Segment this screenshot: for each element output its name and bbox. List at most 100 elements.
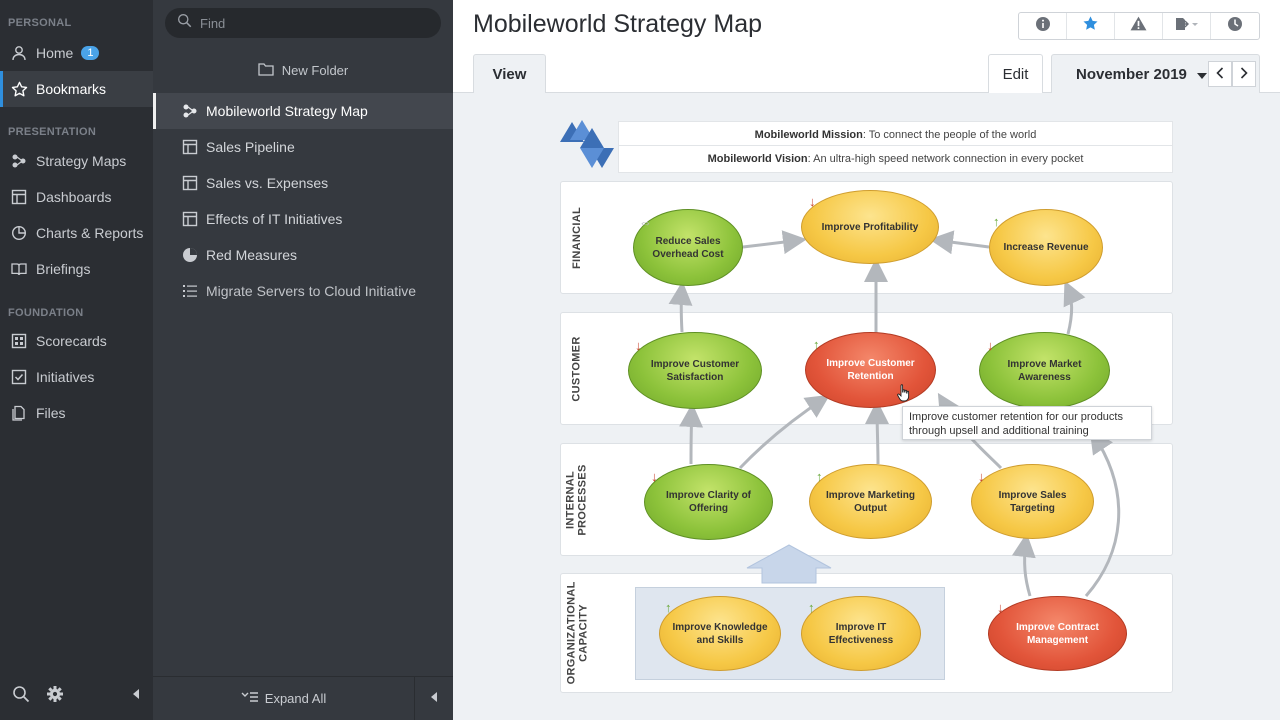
nav-section-foundation: FOUNDATION (8, 307, 84, 319)
star-icon (10, 80, 28, 98)
period-dropdown[interactable]: November 2019 (1076, 66, 1207, 83)
list-icon (181, 282, 199, 300)
nav-item-home[interactable]: Home 1 (0, 35, 153, 71)
alert-button[interactable] (1115, 13, 1163, 39)
info-button[interactable] (1019, 13, 1067, 39)
bookmark-label: Red Measures (206, 247, 298, 263)
objective-improve-it-effectiveness[interactable]: Improve IT Effectiveness (801, 596, 921, 671)
bookmark-item[interactable]: Sales vs. Expenses (153, 165, 453, 201)
chevron-right-icon (1240, 66, 1248, 83)
bookmark-button[interactable] (1067, 13, 1115, 39)
trend-neutral-icon: ⇔ (639, 215, 652, 230)
pie-chart-icon (181, 246, 199, 264)
panel-bottom-bar: Expand All (153, 676, 453, 720)
strategy-map-icon (10, 152, 28, 170)
next-period-button[interactable] (1232, 61, 1256, 87)
nav-item-label: Charts & Reports (36, 225, 144, 241)
nav-item-dashboards[interactable]: Dashboards (0, 179, 153, 215)
objective-improve-customer-satisfaction[interactable]: Improve Customer Satisfaction (628, 332, 762, 409)
objective-improve-profitability[interactable]: Improve Profitability (801, 190, 939, 264)
nav-item-files[interactable]: Files (0, 395, 153, 431)
export-icon (1175, 17, 1199, 36)
up-arrow-shape (746, 544, 832, 584)
bookmark-item[interactable]: Migrate Servers to Cloud Initiative (153, 273, 453, 309)
company-logo (560, 120, 614, 168)
mission-banner: Mobileworld Mission: To connect the peop… (618, 121, 1173, 149)
bookmark-item[interactable]: Red Measures (153, 237, 453, 273)
trend-down-icon: ↓ (978, 469, 985, 484)
tab-view[interactable]: View (473, 54, 546, 93)
trend-down-icon: ↓ (987, 338, 994, 353)
warning-icon (1130, 16, 1147, 36)
gear-icon[interactable] (46, 685, 64, 708)
share-button[interactable] (1163, 13, 1211, 39)
objective-improve-contract-management[interactable]: Improve Contract Management (988, 596, 1127, 671)
bookmark-item[interactable]: Sales Pipeline (153, 129, 453, 165)
objective-improve-market-awareness[interactable]: Improve Market Awareness (979, 332, 1110, 409)
bookmark-item[interactable]: Effects of IT Initiatives (153, 201, 453, 237)
book-icon (10, 260, 28, 278)
objective-improve-clarity-of-offering[interactable]: Improve Clarity of Offering (644, 464, 773, 540)
page-title: Mobileworld Strategy Map (473, 10, 763, 38)
dashboard-icon (181, 210, 199, 228)
bookmark-label: Sales vs. Expenses (206, 175, 329, 191)
find-input[interactable] (200, 15, 420, 31)
period-selector: November 2019 (1051, 54, 1260, 93)
star-filled-icon (1082, 15, 1099, 37)
trend-up-icon: ↑ (813, 337, 820, 352)
nav-item-label: Home (36, 45, 74, 61)
nav-item-label: Files (36, 405, 66, 421)
trend-up-icon: ↑ (993, 214, 1000, 229)
bookmarks-panel: New Folder Mobileworld Strategy Map Sale… (153, 0, 453, 720)
objective-tooltip: Improve customer retention for our produ… (902, 406, 1152, 440)
dashboard-icon (181, 174, 199, 192)
chevron-left-icon (1216, 66, 1224, 83)
nav-item-briefings[interactable]: Briefings (0, 251, 153, 287)
nav-item-label: Dashboards (36, 189, 112, 205)
connector (1084, 429, 1121, 597)
bookmark-item[interactable]: Mobileworld Strategy Map (153, 93, 453, 129)
nav-item-scorecards[interactable]: Scorecards (0, 323, 153, 359)
nav-item-label: Scorecards (36, 333, 107, 349)
connector (679, 403, 704, 465)
mission-text: : To connect the people of the world (862, 129, 1037, 141)
nav-item-bookmarks[interactable]: Bookmarks (0, 71, 153, 107)
nav-section-personal: PERSONAL (8, 17, 72, 29)
new-folder-button[interactable]: New Folder (153, 52, 453, 88)
objective-improve-knowledge-and-skills[interactable]: Improve Knowledge and Skills (659, 596, 781, 671)
objective-reduce-sales-overhead[interactable]: Reduce Sales Overhead Cost (633, 209, 743, 286)
vision-banner: Mobileworld Vision: An ultra-high speed … (618, 145, 1173, 173)
bookmark-label: Effects of IT Initiatives (206, 211, 343, 227)
objective-increase-revenue[interactable]: Increase Revenue (989, 209, 1103, 286)
nav-item-initiatives[interactable]: Initiatives (0, 359, 153, 395)
objective-improve-sales-targeting[interactable]: Improve Sales Targeting (971, 464, 1094, 539)
connector (1063, 280, 1086, 335)
strategy-map-icon (181, 102, 199, 120)
nav-item-label: Strategy Maps (36, 153, 127, 169)
search-icon[interactable] (12, 685, 30, 708)
history-button[interactable] (1211, 13, 1259, 39)
nav-item-strategy-maps[interactable]: Strategy Maps (0, 143, 153, 179)
collapse-panel-button[interactable] (415, 677, 453, 720)
connector (668, 281, 693, 333)
new-folder-label: New Folder (281, 62, 349, 78)
expand-all-button[interactable]: Expand All (153, 677, 415, 720)
prev-period-button[interactable] (1208, 61, 1232, 87)
search-icon (177, 13, 192, 33)
scorecard-icon (10, 332, 28, 350)
trend-up-icon: ↑ (808, 600, 815, 615)
tab-edit[interactable]: Edit (988, 54, 1043, 93)
collapse-nav-icon[interactable] (131, 687, 141, 705)
hand-cursor-icon (897, 384, 910, 402)
main-area: Mobileworld Strategy Map View Edit Novem… (453, 0, 1280, 720)
objective-improve-marketing-output[interactable]: Improve Marketing Output (809, 464, 932, 539)
info-icon (1035, 16, 1051, 37)
left-nav: PERSONAL Home 1 Bookmarks PRESENTATION S… (0, 0, 153, 720)
find-box (165, 8, 441, 38)
bookmark-label: Sales Pipeline (206, 139, 295, 155)
nav-section-presentation: PRESENTATION (8, 126, 97, 138)
nav-item-charts-reports[interactable]: Charts & Reports (0, 215, 153, 251)
home-badge: 1 (81, 46, 100, 60)
folder-icon (258, 62, 274, 79)
objective-improve-customer-retention[interactable]: Improve Customer Retention (805, 332, 936, 408)
